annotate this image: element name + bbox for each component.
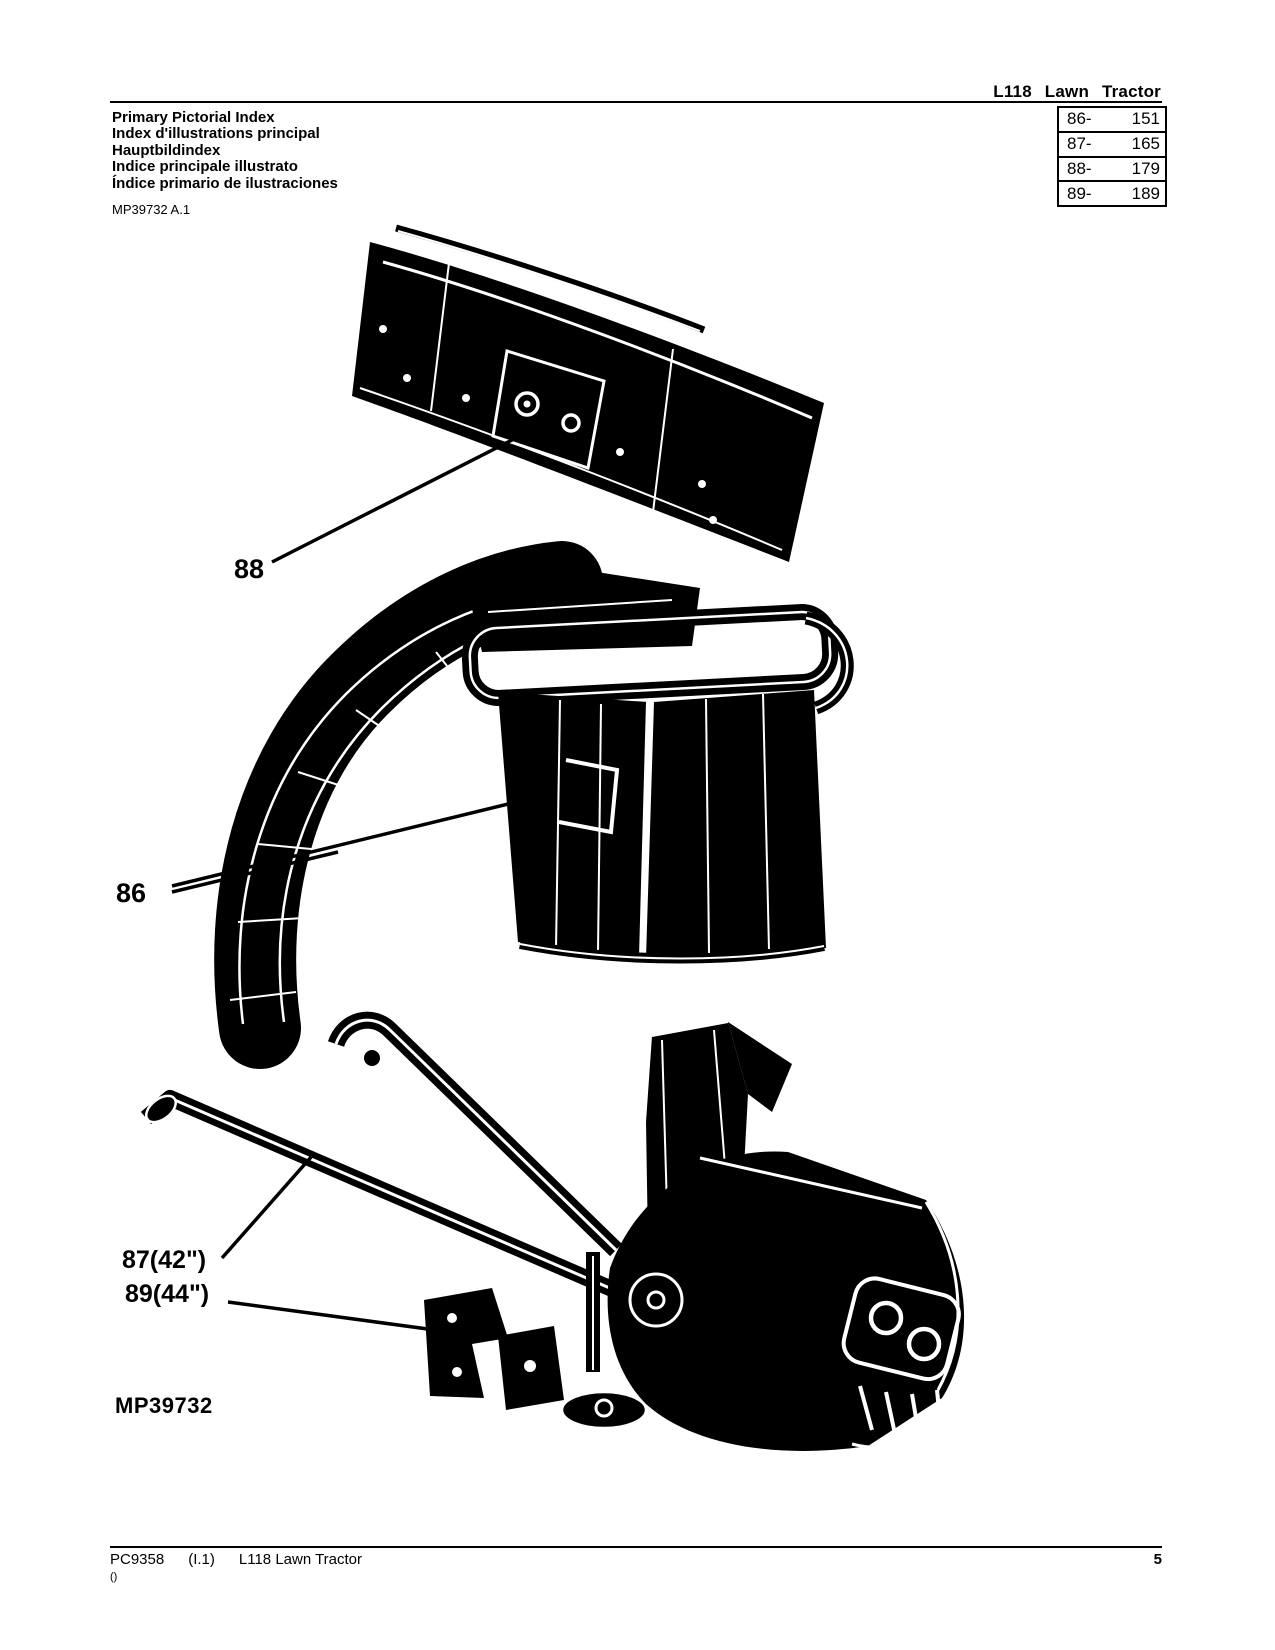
bagger-illustration xyxy=(171,541,854,1069)
index-row: 86- 151 xyxy=(1059,108,1165,133)
snow-blower-illustration xyxy=(140,1011,965,1451)
title-line-german: Hauptbildindex xyxy=(112,141,221,159)
index-page: 179 xyxy=(1131,158,1160,178)
leader-line-88 xyxy=(271,436,517,564)
title-line-french: Index d'illustrations principal xyxy=(112,125,320,143)
title-line-english: Primary Pictorial Index xyxy=(112,109,275,126)
index-ref: 86- xyxy=(1067,109,1092,129)
callout-blower-42in: 87(42") xyxy=(122,1246,207,1274)
leader-line-89 xyxy=(227,1300,451,1334)
callout-bagger: 86 xyxy=(116,878,147,908)
index-row: 88- 179 xyxy=(1059,158,1165,183)
index-ref: 87- xyxy=(1067,134,1092,154)
index-ref: 89- xyxy=(1067,183,1092,203)
revision-code: MP39732 A.1 xyxy=(112,202,191,217)
footer-note: () xyxy=(110,1571,118,1583)
callout-blade: 88 xyxy=(234,554,265,584)
figure-code-label: MP39732 xyxy=(115,1393,213,1418)
footer-document-number: PC9358 xyxy=(110,1551,165,1568)
index-page: 165 xyxy=(1131,134,1160,154)
title-line-spanish: Índice primario de ilustraciones xyxy=(112,174,338,192)
index-row: 87- 165 xyxy=(1059,133,1165,158)
leader-line-87 xyxy=(220,1154,314,1260)
index-row: 89- 189 xyxy=(1059,182,1165,208)
pictorial-index-table: 86- 151 87- 165 88- 179 89- 189 xyxy=(1057,106,1167,208)
header-model-title: L118 Lawn Tractor xyxy=(993,82,1161,101)
index-ref: 88- xyxy=(1067,158,1092,178)
index-page: 189 xyxy=(1131,183,1160,203)
page-title-block: Primary Pictorial Index Index d'illustra… xyxy=(112,109,338,192)
leader-line-86-a xyxy=(171,792,550,888)
title-line-italian: Indice principale illustrato xyxy=(112,158,298,176)
footer-model: L118 Lawn Tractor xyxy=(238,1551,363,1568)
footer: PC9358 (I.1) L118 Lawn Tractor 5 xyxy=(110,1551,1162,1568)
leader-line-86-b xyxy=(171,850,339,894)
header-rule xyxy=(110,101,1162,103)
callout-blower-44in: 89(44") xyxy=(125,1280,210,1308)
snow-blade-illustration xyxy=(271,224,824,564)
footer-rule xyxy=(110,1546,1162,1548)
index-page: 151 xyxy=(1131,109,1160,129)
footer-page-number: 5 xyxy=(1153,1551,1162,1568)
footer-section: (I.1) xyxy=(188,1551,215,1568)
